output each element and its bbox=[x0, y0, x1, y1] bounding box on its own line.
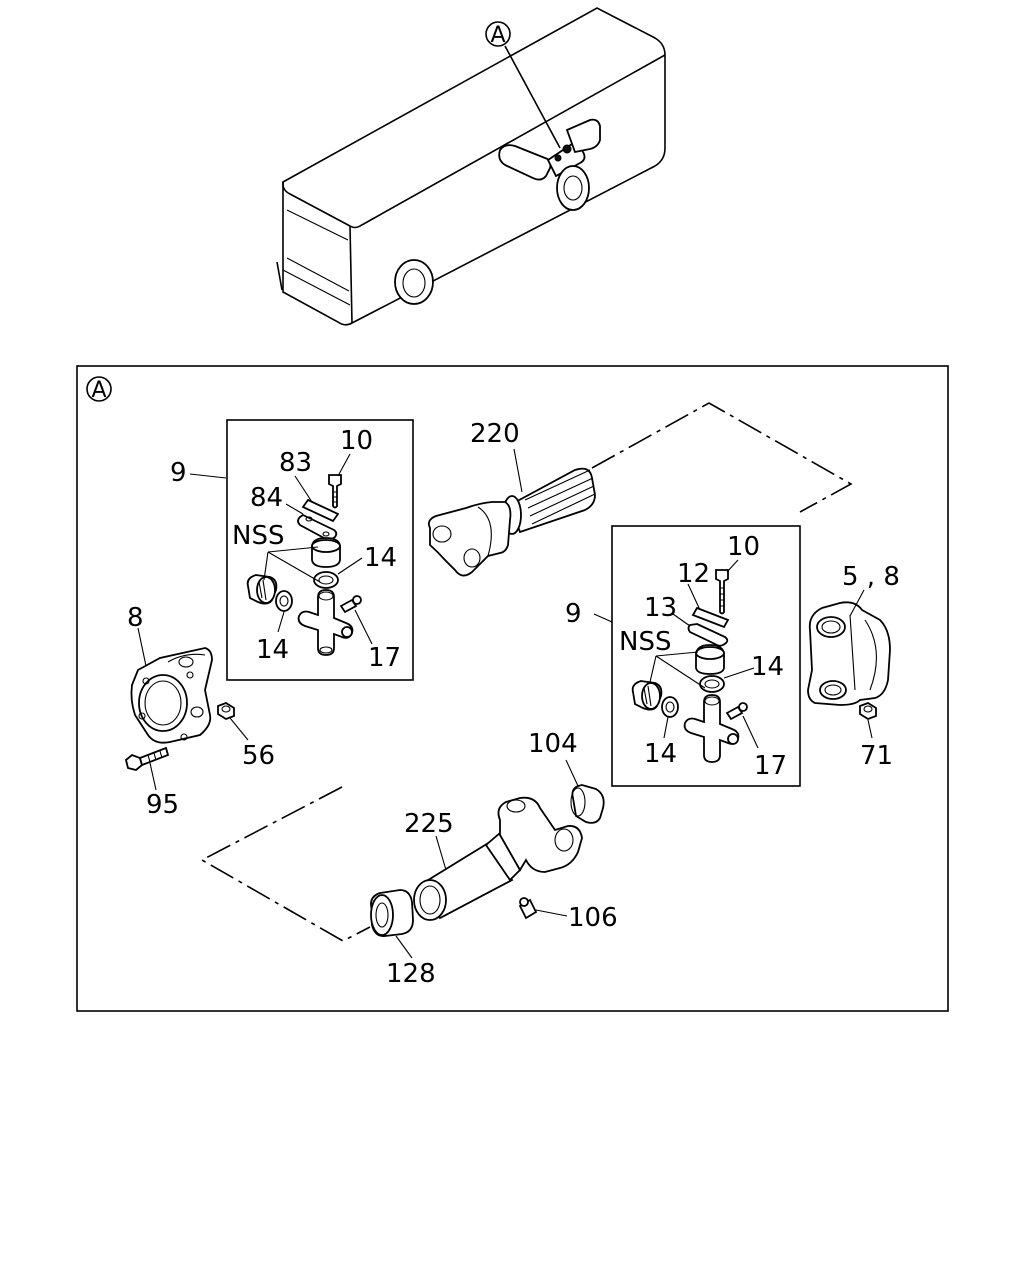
seal-104 bbox=[570, 784, 605, 824]
bolt-95 bbox=[124, 746, 170, 771]
end-yoke-5-8 bbox=[807, 601, 891, 706]
label-nss-right: NSS bbox=[619, 627, 671, 657]
label-128: 128 bbox=[386, 959, 436, 989]
label-95: 95 bbox=[146, 790, 179, 820]
label-14-left-top: 14 bbox=[364, 543, 397, 573]
label-14-right-top: 14 bbox=[751, 652, 784, 682]
label-10-right: 10 bbox=[727, 532, 760, 562]
label-nss-left: NSS bbox=[232, 521, 284, 551]
universal-joint-left bbox=[246, 474, 362, 656]
label-71: 71 bbox=[860, 741, 893, 771]
label-5-8: 5 , 8 bbox=[842, 562, 900, 592]
universal-joint-kit-box-right bbox=[611, 525, 801, 787]
label-13: 13 bbox=[644, 593, 677, 623]
label-14-left-bottom: 14 bbox=[256, 635, 289, 665]
label-9-left: 9 bbox=[170, 458, 187, 488]
slip-yoke-shaft-220 bbox=[427, 467, 596, 577]
driveshaft-location bbox=[498, 118, 601, 211]
nut-56 bbox=[217, 702, 235, 720]
shaft-centerline-bottom bbox=[200, 786, 371, 942]
label-8: 8 bbox=[127, 603, 144, 633]
universal-joint-right bbox=[631, 569, 748, 763]
label-106: 106 bbox=[568, 903, 618, 933]
label-220: 220 bbox=[470, 419, 520, 449]
label-17-left: 17 bbox=[368, 643, 401, 673]
grease-fitting-106 bbox=[518, 897, 538, 920]
label-14-right-bottom: 14 bbox=[644, 739, 677, 769]
overview-callout-a: A bbox=[490, 23, 505, 48]
shaft-tube-225 bbox=[413, 796, 583, 921]
label-84: 84 bbox=[250, 483, 283, 513]
label-10-left: 10 bbox=[340, 426, 373, 456]
label-83: 83 bbox=[279, 448, 312, 478]
label-225: 225 bbox=[404, 809, 454, 839]
flange-yoke-8 bbox=[130, 647, 213, 744]
label-12: 12 bbox=[677, 559, 710, 589]
label-104: 104 bbox=[528, 729, 578, 759]
label-56: 56 bbox=[242, 741, 275, 771]
bus-overview: A bbox=[276, 7, 666, 326]
nut-71 bbox=[859, 702, 877, 720]
leader-lines bbox=[137, 448, 873, 959]
detail-callout-a: A bbox=[91, 378, 106, 403]
label-17-right: 17 bbox=[754, 751, 787, 781]
label-9-right: 9 bbox=[565, 599, 582, 629]
detail-frame bbox=[76, 365, 949, 1012]
shaft-centerline-top bbox=[591, 402, 853, 513]
universal-joint-kit-box-left bbox=[226, 419, 414, 681]
bearing-128 bbox=[370, 889, 414, 937]
